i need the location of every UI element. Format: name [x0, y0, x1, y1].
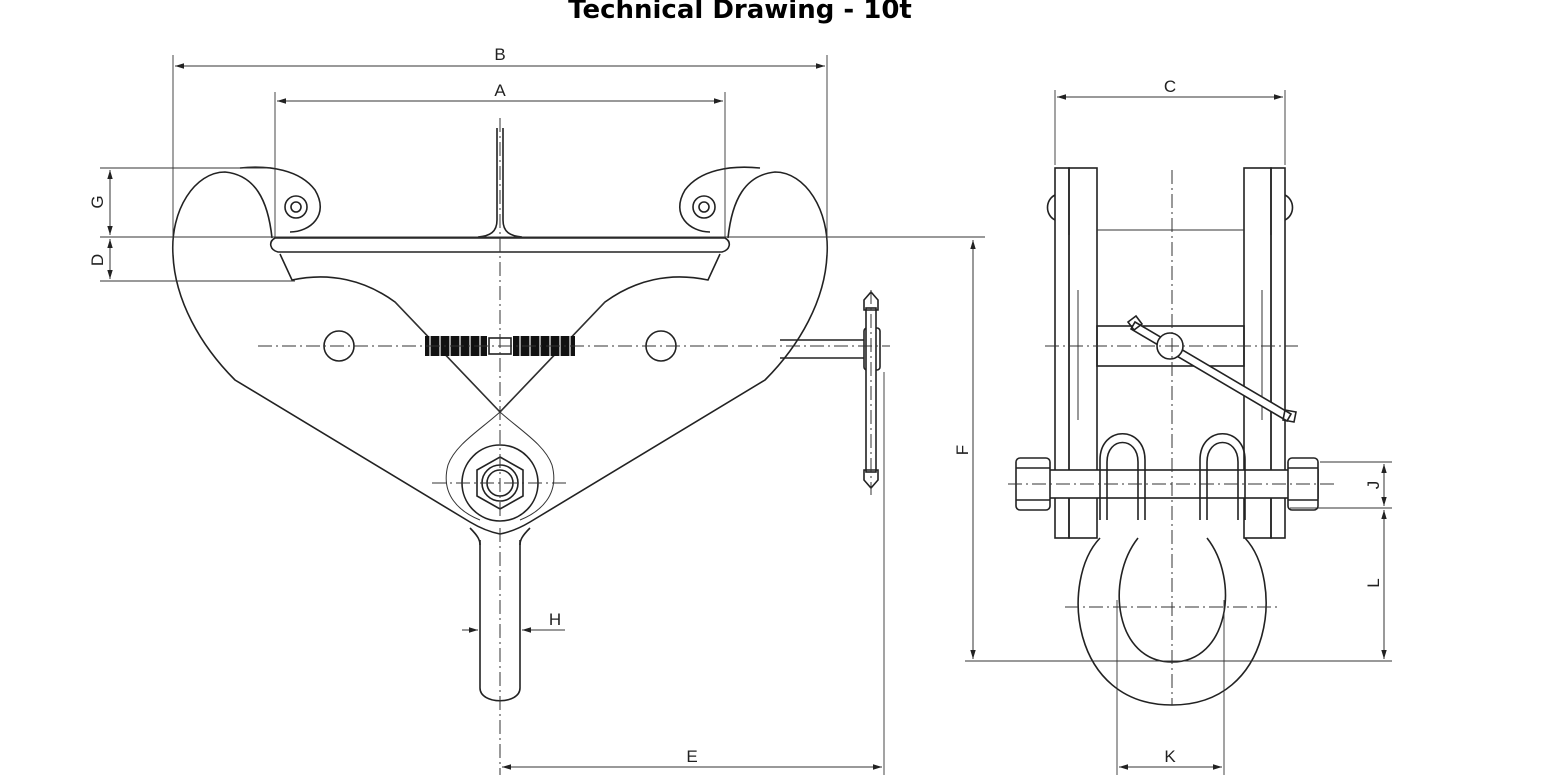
- shackle-right-lug: [1199, 433, 1246, 520]
- dim-label-d: D: [88, 254, 107, 266]
- front-view: [172, 118, 890, 775]
- side-view: [1008, 167, 1335, 706]
- shackle-left-lug: [1099, 433, 1146, 520]
- dimensions: B A G D F E H C J: [88, 45, 1392, 775]
- dim-label-h: H: [549, 610, 561, 629]
- dim-label-g: G: [88, 195, 107, 208]
- side-tommy-bar: [1129, 320, 1293, 423]
- dim-label-e: E: [686, 747, 697, 766]
- dim-label-k: K: [1164, 747, 1176, 766]
- pivot-bolt: [1027, 469, 1319, 499]
- left-jaw-ear: [239, 166, 321, 233]
- right-jaw-inner: [499, 253, 721, 413]
- spindle-shaft: [780, 339, 872, 359]
- dim-label-a: A: [494, 81, 506, 100]
- dim-label-c: C: [1164, 77, 1176, 96]
- left-pin-outer: [284, 195, 308, 219]
- right-pin-outer: [692, 195, 716, 219]
- dim-label-j: J: [1364, 481, 1383, 490]
- drawing-title: Technical Drawing - 10t: [568, 0, 912, 25]
- dim-label-l: L: [1364, 578, 1383, 587]
- dim-label-b: B: [494, 45, 505, 64]
- right-jaw-ear: [679, 166, 761, 233]
- dim-label-f: F: [953, 445, 972, 455]
- right-pin-inner: [698, 201, 710, 213]
- left-pin-inner: [290, 201, 302, 213]
- left-jaw-inner: [279, 253, 501, 413]
- beam-flange: [269, 237, 731, 253]
